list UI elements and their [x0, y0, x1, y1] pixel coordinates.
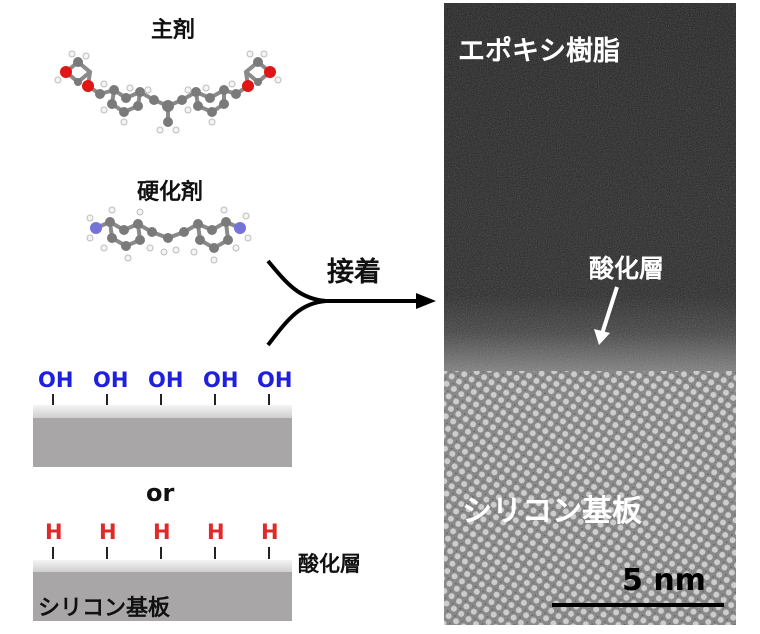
curing-agent-label: 硬化剤	[137, 180, 204, 205]
bond-tick	[106, 547, 108, 559]
oh-group: OH	[203, 368, 239, 392]
bond-tick	[52, 394, 54, 406]
h-group: H	[261, 520, 279, 544]
silicon-substrate-top	[33, 418, 292, 467]
oxide-layer-top	[33, 405, 292, 418]
epoxy-resin-label: エポキシ樹脂	[458, 36, 620, 67]
bond-tick	[52, 547, 54, 559]
h-group: H	[99, 520, 117, 544]
oxide-pointer-arrow	[599, 286, 619, 338]
oh-group: OH	[148, 368, 184, 392]
bonding-arrow	[266, 259, 436, 347]
bond-tick	[214, 394, 216, 406]
oh-group: OH	[38, 368, 74, 392]
h-group: H	[153, 520, 171, 544]
tem-silicon-label: シリコン基板	[462, 494, 642, 529]
h-group: H	[207, 520, 225, 544]
main-agent-molecule	[54, 50, 282, 134]
silicon-substrate-label: シリコン基板	[38, 596, 171, 621]
bond-tick	[160, 394, 162, 406]
h-group: H	[45, 520, 63, 544]
silicon-substrate-bottom	[33, 572, 292, 621]
bond-tick	[160, 547, 162, 559]
scale-bar-label: 5 nm	[622, 563, 706, 598]
tem-oxide-layer-label: 酸化層	[589, 254, 665, 283]
bond-tick	[268, 394, 270, 406]
tem-micrograph	[444, 3, 736, 625]
oxide-layer-bottom	[33, 560, 292, 572]
oh-group: OH	[257, 368, 293, 392]
oh-group: OH	[93, 368, 129, 392]
bond-tick	[268, 547, 270, 559]
oxide-layer-label: 酸化層	[298, 552, 361, 576]
bond-tick	[106, 394, 108, 406]
or-label: or	[146, 479, 175, 507]
tem-image: エポキシ樹脂 酸化層 シリコン基板 5 nm	[444, 3, 736, 625]
bonding-label: 接着	[327, 257, 381, 288]
curing-agent-molecule	[86, 206, 252, 264]
bond-tick	[214, 547, 216, 559]
main-agent-label: 主剤	[151, 18, 196, 43]
